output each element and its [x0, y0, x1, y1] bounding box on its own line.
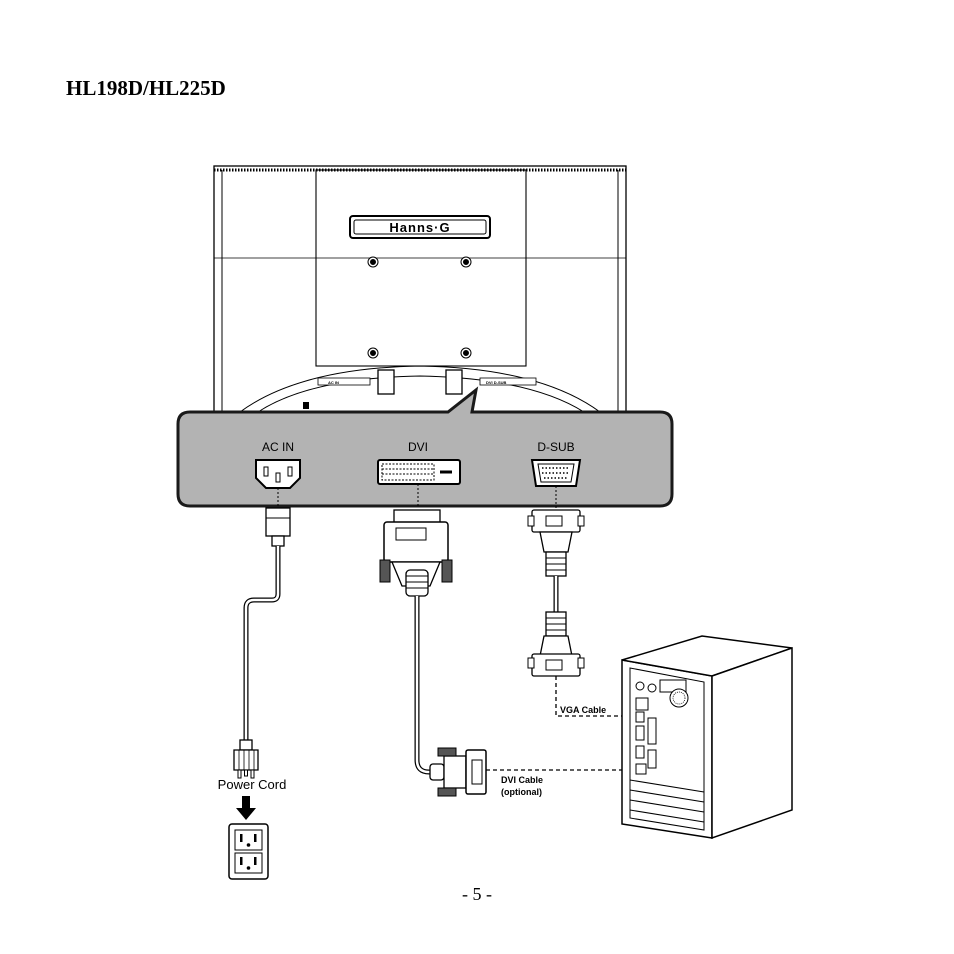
vesa-screws: [367, 256, 472, 359]
monitor-rear: [213, 165, 627, 413]
dvi-cable-label: DVI Cable: [501, 775, 543, 785]
port-guide-lines: [277, 484, 557, 508]
brand-logo: Hanns·G: [349, 215, 491, 239]
port-label-dsub: D-SUB: [537, 440, 574, 454]
power-cord-label: Power Cord: [218, 777, 287, 792]
ac-in-port-icon: [255, 459, 301, 489]
dsub-port-icon: [530, 459, 582, 487]
pc-tower-icon: [621, 635, 793, 840]
arrow-down-icon: [236, 796, 256, 820]
vga-cable-label: VGA Cable: [560, 705, 606, 715]
port-label-dvi: DVI: [408, 440, 428, 454]
page-number: - 5 -: [462, 884, 492, 904]
rear-label-ac: AC IN: [328, 380, 339, 385]
dvi-cable: [379, 509, 487, 797]
power-cord: [233, 507, 291, 779]
page-title: HL198D/HL225D: [66, 76, 226, 100]
rear-port-labels: AC IN DVI D-SUB: [328, 380, 507, 385]
vga-cable-leader: [555, 676, 636, 717]
port-label-ac-in: AC IN: [262, 440, 294, 454]
dvi-port-icon: [377, 459, 461, 485]
brand-logo-text: Hanns·G: [389, 220, 450, 235]
vga-cable: [527, 509, 585, 677]
dvi-cable-optional-label: (optional): [501, 787, 542, 797]
wall-outlet-icon: [228, 823, 269, 880]
rear-label-dvi-dsub: DVI D-SUB: [486, 380, 507, 385]
